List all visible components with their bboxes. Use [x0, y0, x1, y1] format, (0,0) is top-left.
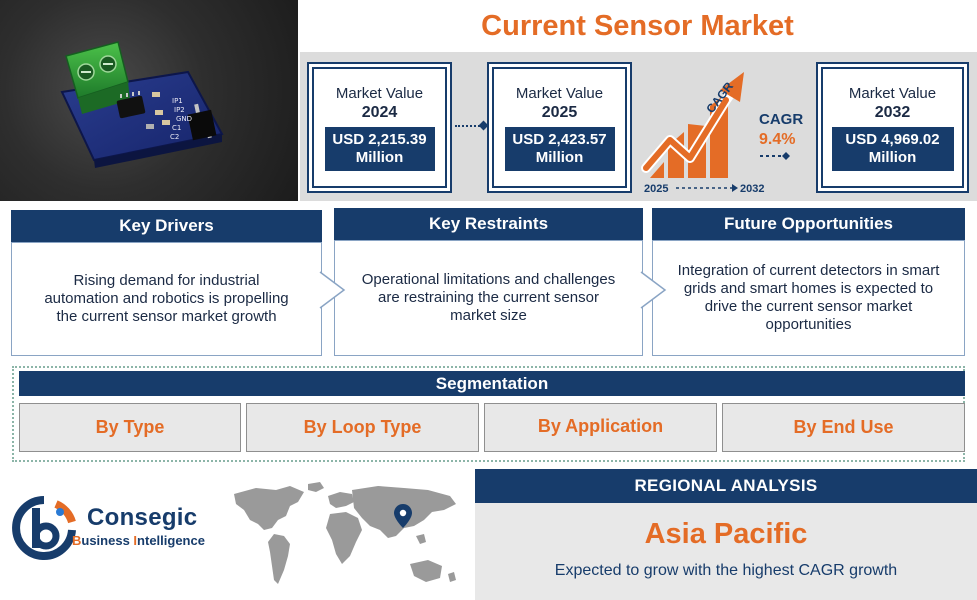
pin-label: C2: [170, 133, 179, 141]
regional-analysis-panel: [475, 503, 977, 600]
cagr-value: 9.4%: [759, 131, 795, 148]
page-title: Current Sensor Market: [481, 10, 794, 42]
logo-wordmark: Consegic: [87, 504, 198, 531]
key-drivers-heading: Key Drivers: [11, 210, 322, 242]
sensor-board-photo: IP1 IP2 GND C1 C2: [0, 0, 298, 201]
segment-by-type: By Type: [19, 403, 241, 452]
pin-label: GND: [176, 115, 192, 123]
market-value-year: 2025: [541, 104, 578, 121]
growth-bars-icon: [641, 72, 744, 178]
location-pin-icon: [394, 504, 412, 528]
market-value-label: Market Value: [848, 85, 937, 102]
market-value-2032-card: Market Value 2032 USD 4,969.02 Million: [816, 62, 969, 193]
future-opportunities-text: Integration of current detectors in smar…: [652, 240, 965, 356]
cagr-start-year: 2025: [644, 183, 668, 195]
market-value-amount: USD 4,969.02 Million: [831, 127, 954, 171]
market-value-label: Market Value: [515, 85, 604, 102]
segmentation-heading: Segmentation: [19, 371, 965, 396]
pin-label: IP1: [172, 97, 183, 105]
chevron-right-icon: [319, 271, 346, 309]
market-value-2024-card: Market Value 2024 USD 2,215.39 Million: [307, 62, 452, 193]
key-restraints-text: Operational limitations and challenges a…: [334, 240, 643, 356]
world-map-icon: [234, 482, 456, 584]
logo-tagline: Business Intelligence: [72, 533, 205, 548]
logo-tagline-intelligence: ntelligence: [137, 533, 205, 548]
region-description: Expected to grow with the highest CAGR g…: [554, 562, 898, 579]
logo-tagline-i: I: [133, 533, 138, 548]
consegic-logo-icon: [12, 496, 76, 560]
market-value-label: Market Value: [335, 85, 424, 102]
logo-tagline-business: usiness: [81, 533, 134, 548]
key-restraints-heading: Key Restraints: [334, 208, 643, 240]
market-value-year: 2032: [874, 104, 911, 121]
cagr-label: CAGR: [759, 111, 803, 128]
regional-analysis-heading: REGIONAL ANALYSIS: [475, 469, 977, 503]
segment-by-end-use: By End Use: [722, 403, 965, 452]
cagr-graphic: CAGR CAGR 9.4% 2025 2032: [641, 72, 803, 195]
key-drivers-text: Rising demand for industrial automation …: [11, 242, 322, 356]
cagr-end-year: 2032: [740, 183, 764, 195]
market-value-year: 2024: [361, 104, 398, 121]
segment-by-application: By Application: [484, 403, 717, 452]
market-value-2025-card: Market Value 2025 USD 2,423.57 Million: [487, 62, 632, 193]
year-arrow-head: [732, 184, 738, 192]
future-opportunities-heading: Future Opportunities: [652, 208, 965, 240]
connector-line: [455, 125, 483, 127]
pin-label: C1: [172, 124, 181, 132]
pin-label: IP2: [174, 106, 185, 114]
market-value-amount: USD 2,423.57 Million: [504, 127, 615, 171]
logo-tagline-b: B: [72, 533, 82, 548]
current-sensor-image: IP1 IP2 GND C1 C2: [60, 41, 224, 168]
segment-by-loop-type: By Loop Type: [246, 403, 479, 452]
market-value-amount: USD 2,215.39 Million: [324, 127, 435, 171]
region-name: Asia Pacific: [644, 518, 808, 550]
connector-diamond: [782, 152, 790, 160]
chevron-right-icon: [640, 271, 667, 309]
